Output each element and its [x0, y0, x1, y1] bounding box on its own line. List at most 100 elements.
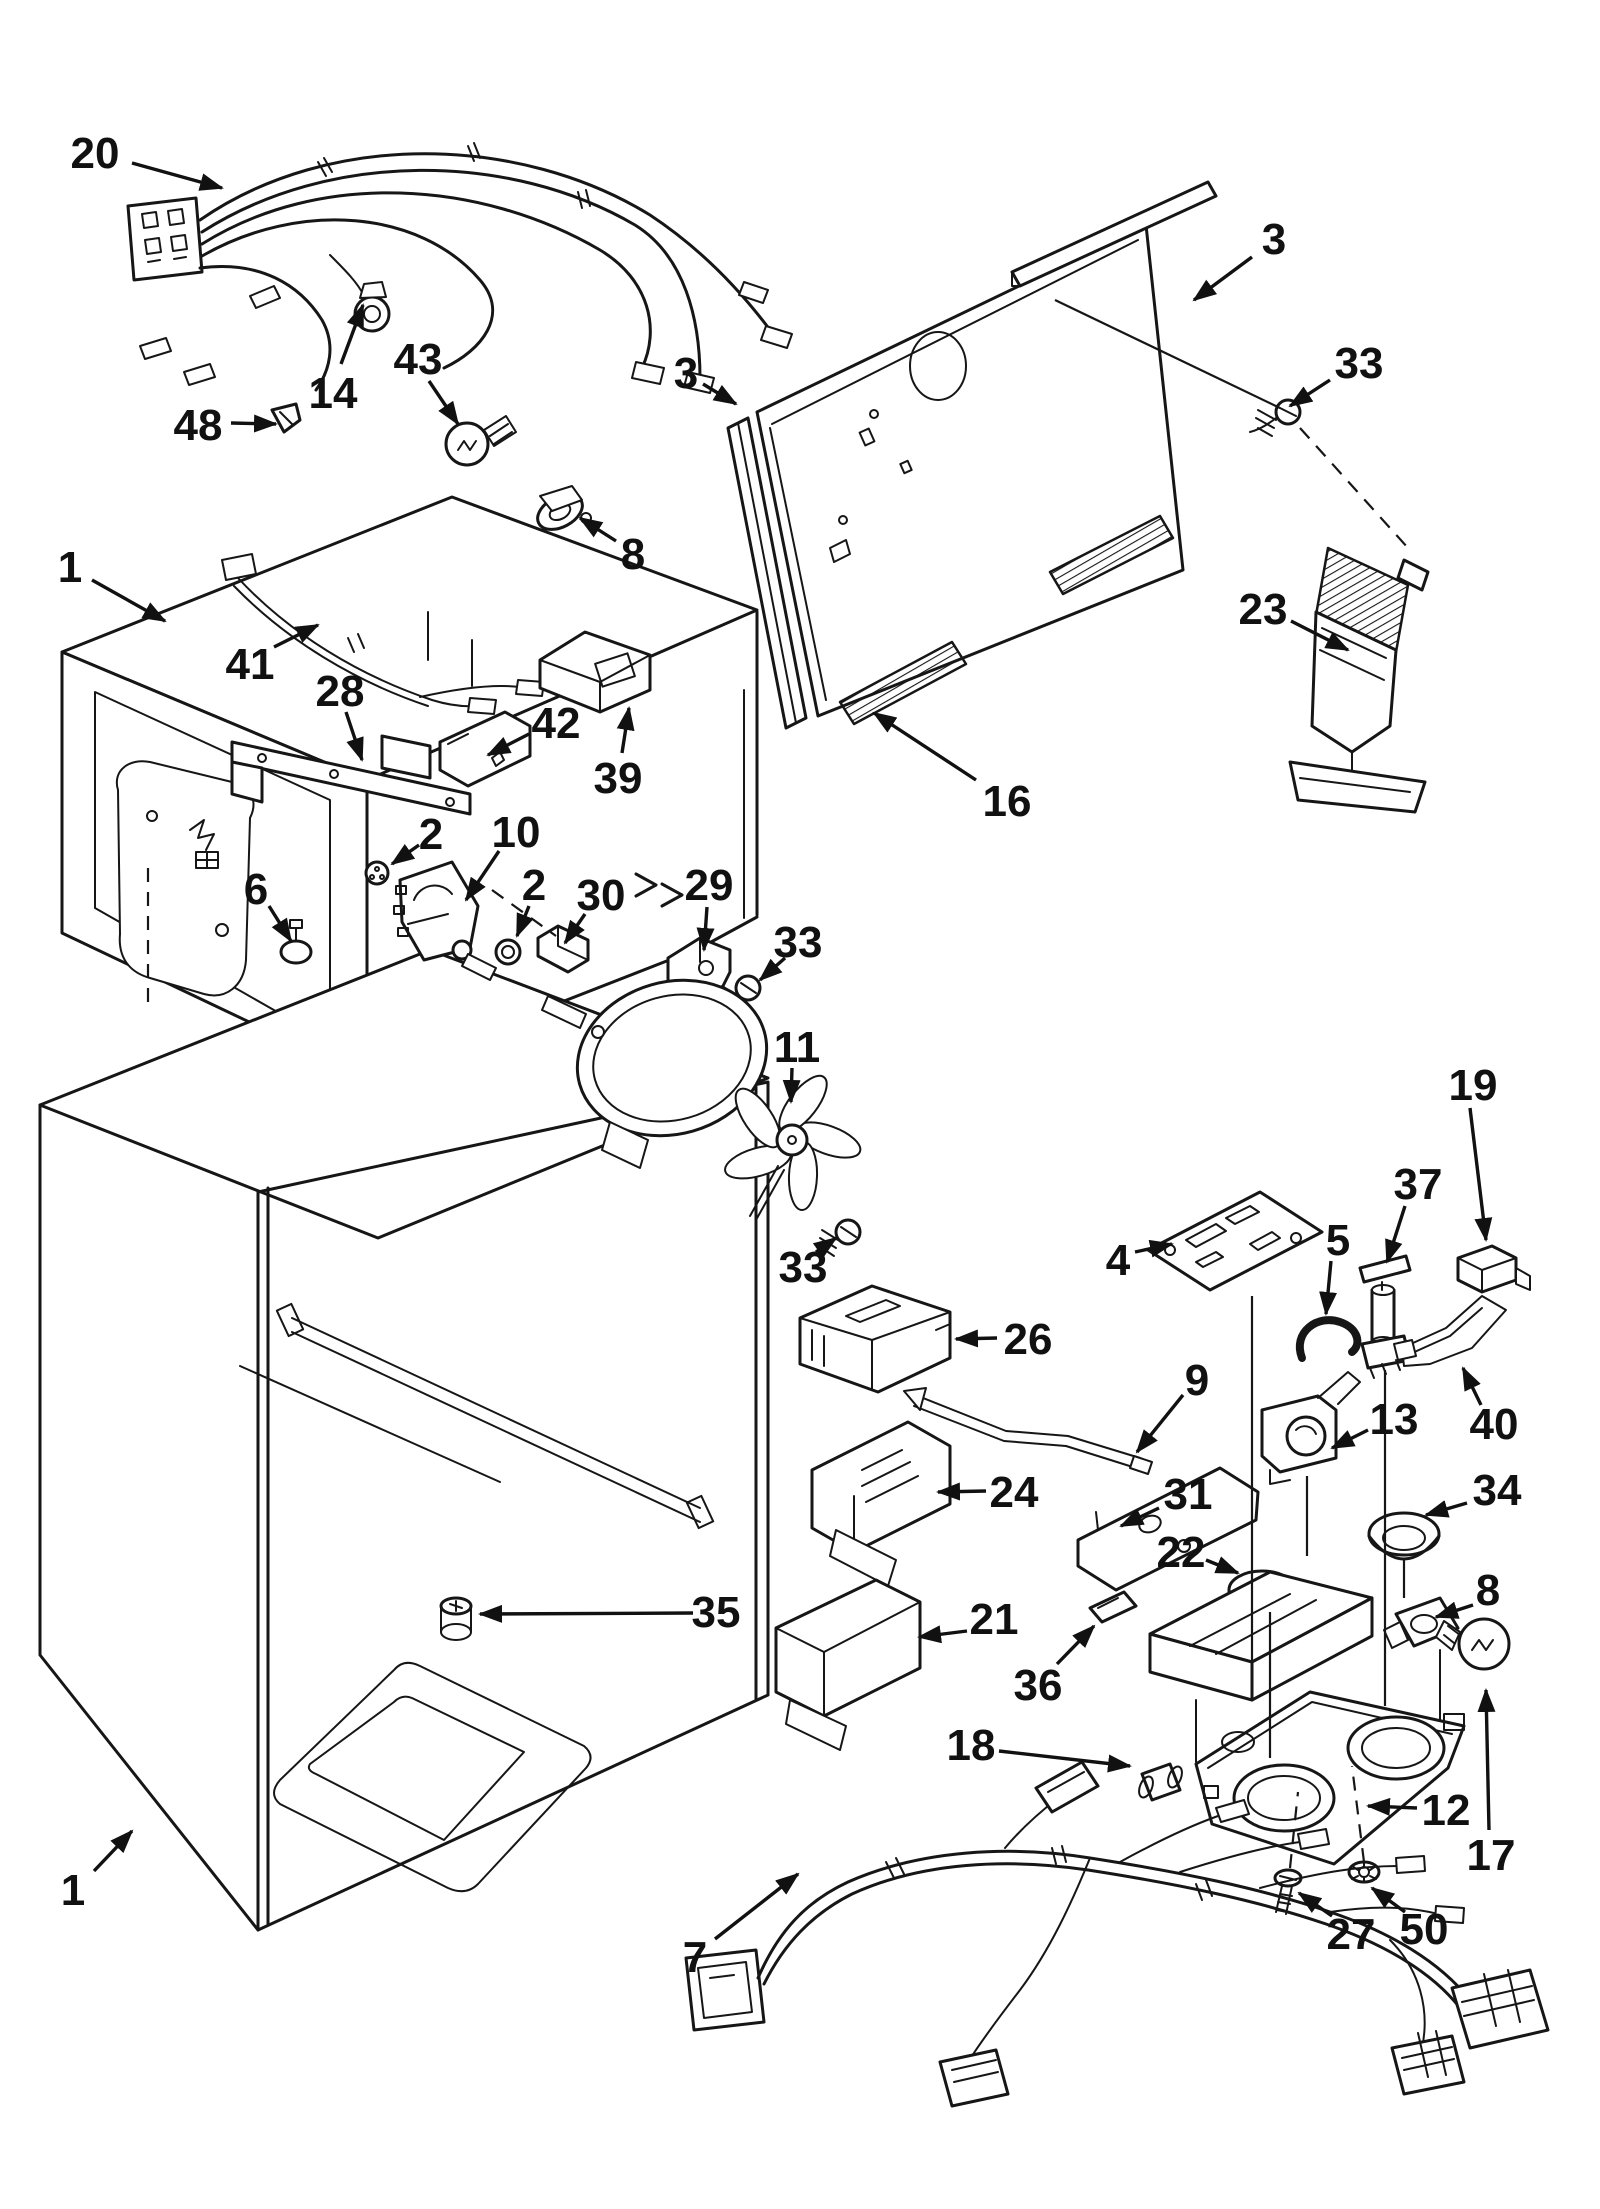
- cup-34: [1367, 1511, 1441, 1561]
- callout-27-44: 27: [1297, 1891, 1376, 1959]
- callout-40-31: 40: [1461, 1366, 1518, 1449]
- callout-arrow-7: [713, 1872, 800, 1941]
- callout-7-41: 7: [683, 1872, 800, 1982]
- callout-arrow-3: [702, 382, 738, 406]
- callout-arrow-20: [131, 161, 224, 191]
- button-grommet-6: [279, 919, 313, 965]
- clip-48: [270, 402, 302, 434]
- fan-blade-11: [724, 1074, 862, 1221]
- clip-5: [1296, 1316, 1362, 1362]
- callout-14-1: 14: [309, 303, 365, 418]
- assembly-line-9: [491, 889, 557, 937]
- callout-3-4: 3: [674, 349, 738, 406]
- cover-panel-31: [1076, 1466, 1260, 1592]
- callout-label-17: 17: [1467, 1831, 1516, 1880]
- callout-label-22: 22: [1157, 1528, 1206, 1577]
- callout-5-28: 5: [1319, 1216, 1350, 1316]
- callout-arrow-8: [578, 516, 617, 543]
- callout-1-46: 1: [61, 1829, 134, 1915]
- callout-label-1: 1: [61, 1866, 85, 1915]
- light-bulb-17: [1435, 1617, 1511, 1671]
- screw-27: [1273, 1868, 1303, 1915]
- wire-harness-7: [684, 1760, 1550, 2108]
- assembly-line-8: [1350, 1765, 1366, 1863]
- assembly-line-7: [1288, 1791, 1300, 1869]
- callout-label-20: 20: [71, 129, 120, 178]
- callout-16-9: 16: [872, 711, 1032, 826]
- callout-label-50: 50: [1400, 1905, 1449, 1954]
- callout-20-0: 20: [71, 129, 224, 191]
- callout-41-11: 41: [226, 623, 320, 689]
- lamp-socket-8-top: [536, 485, 592, 531]
- callout-arrow-8: [1434, 1601, 1474, 1619]
- callout-arrow-19: [1468, 1107, 1493, 1242]
- callout-label-8: 8: [621, 530, 645, 579]
- chevron-0: [634, 872, 658, 898]
- bracket-30: [536, 924, 590, 974]
- callout-33-21: 33: [758, 918, 823, 982]
- fan-orifice-ring: [541, 978, 769, 1169]
- callout-arrow-36: [1055, 1624, 1096, 1666]
- callout-arrow-23: [1290, 619, 1350, 652]
- callout-arrow-43: [427, 380, 460, 426]
- screw-33-mid: [719, 974, 762, 1013]
- callout-label-48: 48: [174, 401, 223, 450]
- drain-strip-9: [903, 1387, 1153, 1475]
- callout-30-19: 30: [563, 871, 626, 945]
- callout-34-34: 34: [1424, 1466, 1522, 1518]
- refrigerator-liner: [38, 948, 770, 1932]
- callout-arrow-12: [1366, 1797, 1418, 1816]
- callout-26-24: 26: [954, 1315, 1053, 1364]
- callout-label-3: 3: [1262, 215, 1286, 264]
- callout-label-2: 2: [522, 861, 546, 910]
- callout-arrow-39: [616, 706, 635, 754]
- callout-label-33: 33: [774, 918, 823, 967]
- callout-22-33: 22: [1157, 1528, 1240, 1577]
- gasket-strip-left-3: [726, 416, 808, 730]
- callout-43-2: 43: [394, 335, 460, 426]
- callout-arrow-1: [91, 578, 167, 623]
- callout-label-27: 27: [1327, 1910, 1376, 1959]
- callout-arrow-22: [1205, 1556, 1240, 1575]
- callout-arrow-1: [92, 1829, 134, 1873]
- callout-label-21: 21: [970, 1595, 1019, 1644]
- callout-label-6: 6: [244, 865, 268, 914]
- callout-arrow-9: [1135, 1393, 1185, 1454]
- callout-label-5: 5: [1326, 1216, 1350, 1265]
- control-board-4: [1146, 1190, 1324, 1292]
- callout-arrow-17: [1477, 1688, 1496, 1831]
- callout-label-35: 35: [692, 1588, 741, 1637]
- wire-harness-20: [126, 142, 793, 394]
- callout-12-42: 12: [1366, 1786, 1470, 1835]
- callout-label-41: 41: [226, 640, 275, 689]
- callout-8-5: 8: [578, 516, 645, 579]
- callout-28-12: 28: [316, 667, 364, 762]
- callout-label-16: 16: [983, 777, 1032, 826]
- vent-grille-right: [1048, 514, 1175, 596]
- chevron-1: [660, 882, 684, 908]
- cold-control-thermostat-10: [393, 860, 497, 981]
- callout-label-26: 26: [1004, 1315, 1053, 1364]
- duct-cover-21: [774, 1578, 922, 1751]
- screw-33-lower: [819, 1218, 862, 1257]
- callout-arrow-33: [1288, 378, 1331, 408]
- callout-label-33: 33: [1335, 339, 1384, 388]
- callout-label-14: 14: [309, 369, 358, 418]
- callout-label-39: 39: [594, 754, 643, 803]
- callout-17-43: 17: [1467, 1688, 1516, 1880]
- callout-arrow-34: [1424, 1500, 1468, 1518]
- callout-arrow-5: [1319, 1260, 1338, 1316]
- callout-42-13: 42: [486, 699, 580, 757]
- screw-2: [364, 860, 390, 886]
- callout-label-29: 29: [685, 861, 734, 910]
- callout-48-3: 48: [174, 401, 278, 450]
- air-duct-24: [810, 1420, 952, 1587]
- bracket-19: [1456, 1244, 1531, 1294]
- callout-label-3: 3: [674, 349, 698, 398]
- callout-label-23: 23: [1239, 585, 1288, 634]
- alignment-chevrons: [634, 872, 684, 908]
- callout-label-30: 30: [577, 871, 626, 920]
- callout-37-27: 37: [1385, 1160, 1442, 1264]
